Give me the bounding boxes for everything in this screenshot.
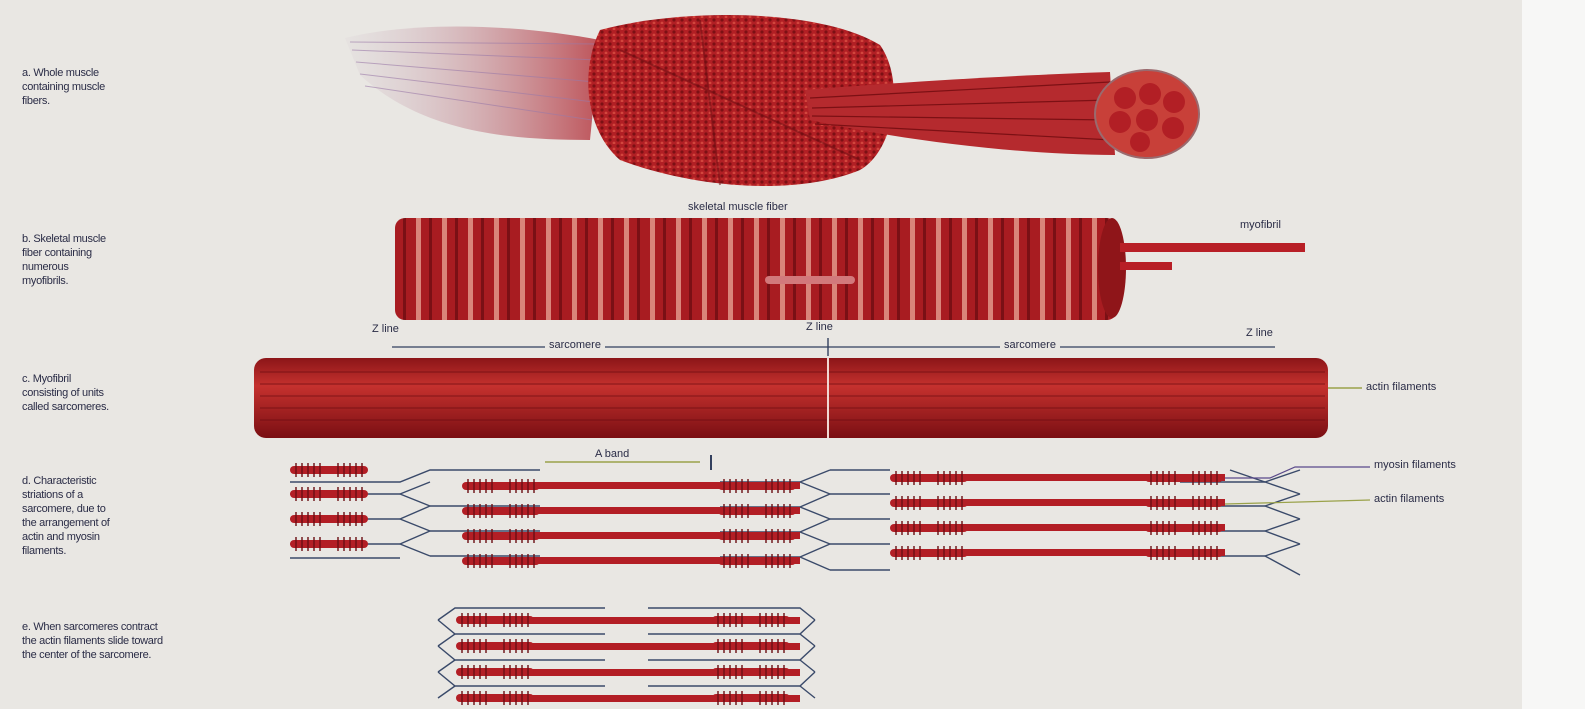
label-skeletal-muscle-fiber: skeletal muscle fiber	[688, 201, 788, 213]
whole-muscle-illustration	[345, 15, 1199, 186]
label-sarcomere-1: sarcomere	[545, 339, 605, 351]
label-z-line-right: Z line	[1246, 327, 1273, 339]
caption-a: a. Whole muscle containing muscle fibers…	[22, 66, 105, 108]
label-actin-filaments-b: actin filaments	[1366, 381, 1436, 393]
label-actin-filaments-d: actin filaments	[1374, 493, 1444, 505]
caption-d: d. Characteristic striations of a sarcom…	[22, 474, 110, 558]
caption-c: c. Myofibril consisting of units called …	[22, 372, 109, 414]
sarcomere-illustration	[290, 455, 1370, 575]
label-myosin-filaments: myosin filaments	[1374, 459, 1456, 471]
label-a-band: A band	[595, 448, 629, 460]
label-sarcomere-2: sarcomere	[1000, 339, 1060, 351]
label-myofibril: myofibril	[1240, 219, 1281, 231]
label-z-line-left: Z line	[372, 323, 399, 335]
contracted-sarcomere-illustration	[438, 608, 815, 705]
caption-b: b. Skeletal muscle fiber containing nume…	[22, 232, 106, 288]
caption-e: e. When sarcomeres contract the actin fi…	[22, 620, 163, 662]
myofibril-illustration	[254, 338, 1362, 438]
muscle-fiber-illustration	[395, 218, 1305, 320]
label-z-line-middle: Z line	[806, 321, 833, 333]
